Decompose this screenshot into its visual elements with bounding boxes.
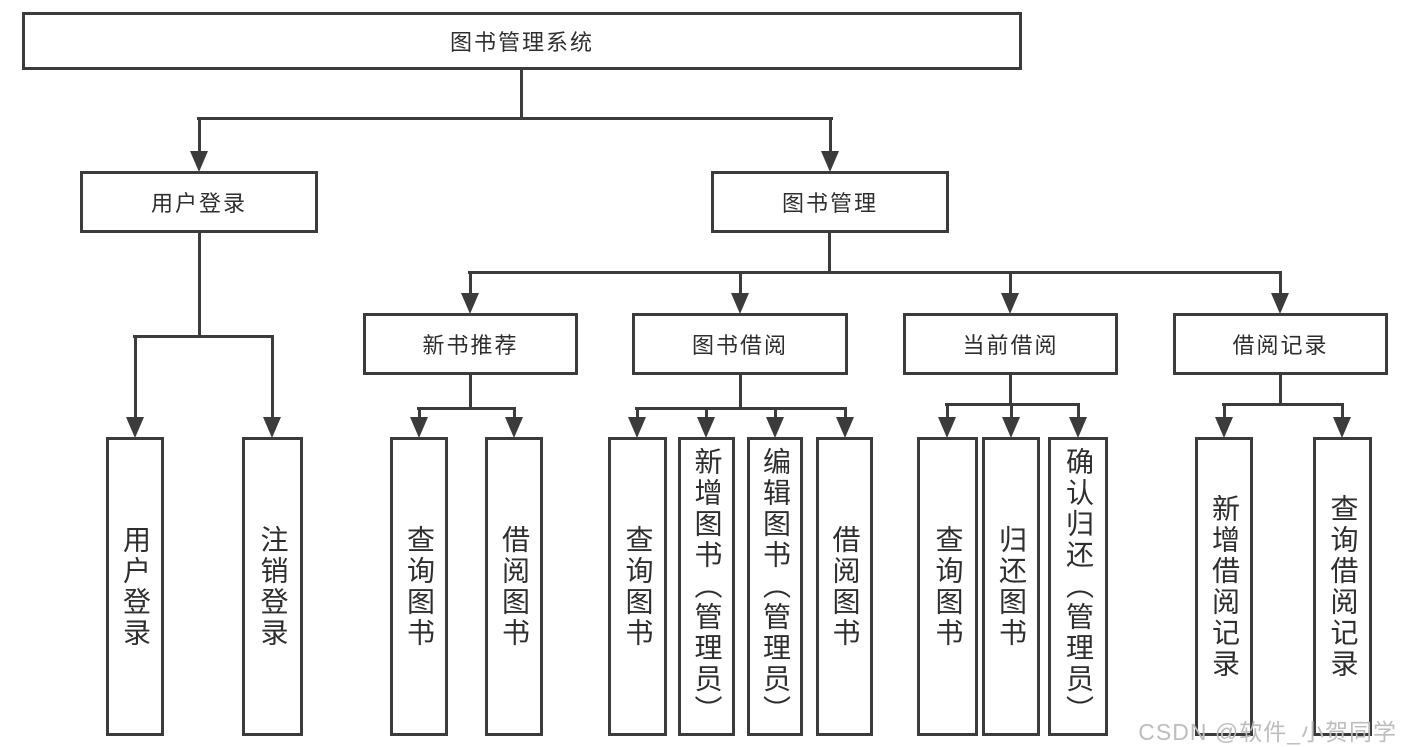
node-current-query-books: 查询图书: [917, 437, 978, 736]
node-label: 查询借阅记录: [1327, 493, 1359, 680]
connector-line: [738, 271, 742, 293]
connector-line: [197, 117, 201, 151]
node-label: 新书推荐: [422, 333, 519, 358]
connector-line: [945, 403, 949, 417]
node-label: 注销登录: [257, 524, 289, 649]
connector-line: [512, 407, 516, 417]
connector-line: [1279, 375, 1282, 405]
arrowhead-icon: [410, 417, 428, 438]
arrowhead-icon: [126, 417, 144, 438]
arrowhead-icon: [1069, 417, 1087, 438]
connector-line: [1009, 403, 1013, 417]
arrowhead-icon: [731, 293, 749, 314]
arrowhead-icon: [938, 417, 956, 438]
node-label: 新增借阅记录: [1209, 493, 1240, 680]
connector-line: [828, 117, 832, 151]
arrowhead-icon: [628, 417, 646, 438]
node-label: 归还图书: [996, 524, 1027, 649]
node-label: 新增图书（管理员）: [691, 447, 723, 726]
node-label: 借阅记录: [1232, 333, 1329, 358]
node-label: 当前借阅: [962, 333, 1059, 358]
node-current-borrowing: 当前借阅: [903, 313, 1118, 375]
node-recommend-query-books: 查询图书: [390, 437, 448, 736]
connector-line: [133, 335, 137, 417]
node-edit-books-admin: 编辑图书（管理员）: [747, 437, 803, 736]
arrowhead-icon: [697, 417, 715, 438]
connector-line: [945, 403, 1080, 406]
node-add-borrow-record: 新增借阅记录: [1195, 437, 1253, 736]
connector-line: [417, 407, 421, 417]
connector-line: [1278, 271, 1282, 293]
node-label: 确认归还（管理员）: [1063, 447, 1094, 726]
connector-line: [468, 271, 1282, 274]
connector-line: [739, 375, 742, 409]
connector-line: [773, 407, 777, 417]
node-book-borrowing: 图书借阅: [632, 313, 848, 375]
arrowhead-icon: [1001, 293, 1019, 314]
connector-line: [520, 70, 523, 119]
connector-line: [843, 407, 847, 417]
connector-line: [1222, 403, 1226, 417]
node-label: 图书借阅: [691, 333, 788, 358]
node-label: 图书管理系统: [449, 30, 594, 55]
node-return-books: 归还图书: [982, 437, 1040, 736]
connector-line: [468, 271, 472, 293]
node-logout: 注销登录: [242, 437, 303, 736]
node-label: 图书管理: [781, 191, 878, 216]
connector-line: [1076, 403, 1080, 417]
arrowhead-icon: [836, 417, 854, 438]
node-label: 查询图书: [932, 524, 964, 649]
node-label: 用户登录: [120, 524, 151, 649]
connector-line: [704, 407, 708, 417]
node-borrow-records: 借阅记录: [1173, 313, 1388, 375]
node-user-login: 用户登录: [106, 437, 164, 736]
node-borrowing-query-books: 查询图书: [608, 437, 667, 736]
connector-line: [1008, 271, 1012, 293]
arrowhead-icon: [1215, 417, 1233, 438]
connector-line: [133, 335, 274, 338]
arrowhead-icon: [1271, 293, 1289, 314]
connector-line: [197, 117, 833, 120]
arrowhead-icon: [263, 417, 281, 438]
node-user-login-branch: 用户登录: [80, 171, 318, 233]
connector-line: [635, 407, 847, 410]
node-book-management-branch: 图书管理: [711, 171, 949, 233]
node-borrowing-borrow-books: 借阅图书: [816, 437, 873, 736]
node-label: 借阅图书: [829, 524, 861, 649]
arrowhead-icon: [505, 417, 523, 438]
connector-line: [270, 335, 274, 417]
connector-line: [198, 233, 201, 337]
node-confirm-return-admin: 确认归还（管理员）: [1048, 437, 1108, 736]
arrowhead-icon: [190, 151, 208, 172]
node-label: 借阅图书: [499, 524, 530, 649]
connector-line: [1222, 403, 1344, 406]
connector-line: [635, 407, 639, 417]
arrowhead-icon: [821, 151, 839, 172]
csdn-watermark: CSDN @软件_小贺同学: [1138, 719, 1397, 745]
connector-line: [828, 233, 831, 273]
connector-line: [1340, 403, 1344, 417]
node-query-borrow-record: 查询借阅记录: [1313, 437, 1372, 736]
node-add-books-admin: 新增图书（管理员）: [678, 437, 735, 736]
node-label: 编辑图书（管理员）: [760, 447, 791, 726]
node-label: 用户登录: [150, 191, 247, 216]
node-recommend-borrow-books: 借阅图书: [485, 437, 543, 736]
arrowhead-icon: [1333, 417, 1351, 438]
connector-line: [1009, 375, 1012, 405]
node-new-book-recommend: 新书推荐: [363, 313, 578, 375]
node-label: 查询图书: [404, 524, 435, 649]
connector-line: [469, 375, 472, 409]
node-library-management-system: 图书管理系统: [22, 12, 1022, 70]
node-label: 查询图书: [622, 524, 654, 649]
arrowhead-icon: [1002, 417, 1020, 438]
arrowhead-icon: [461, 293, 479, 314]
arrowhead-icon: [766, 417, 784, 438]
connector-line: [417, 407, 516, 410]
